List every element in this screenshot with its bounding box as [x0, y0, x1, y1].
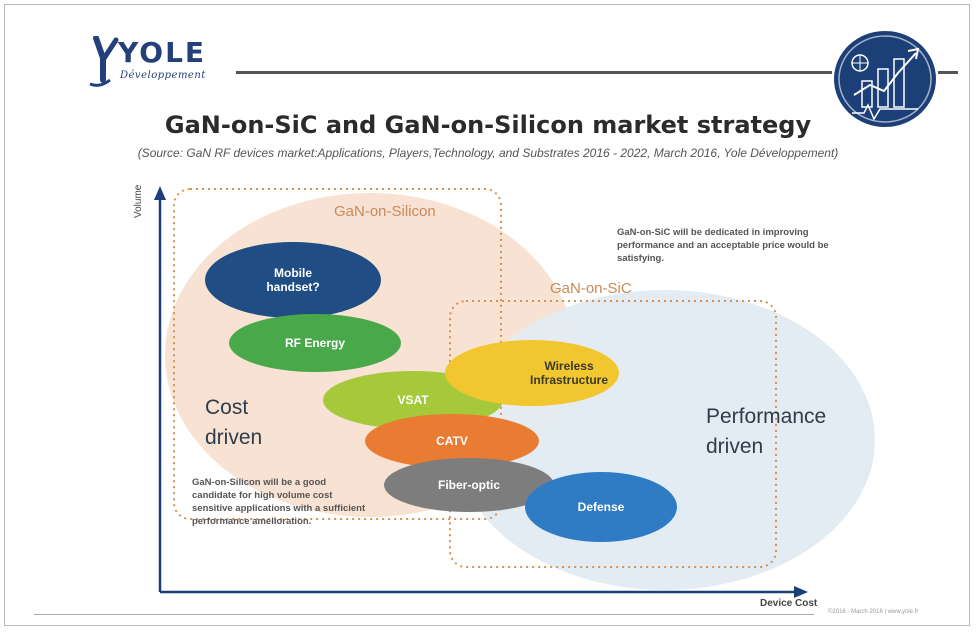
- slide-subtitle: (Source: GaN RF devices market:Applicati…: [137, 146, 839, 160]
- logo-wordmark: YOLE: [118, 36, 207, 69]
- wireless-bubble: [445, 340, 619, 406]
- cost-driven-line-2: driven: [205, 426, 263, 449]
- y-axis-arrow: [154, 186, 166, 200]
- defense-bubble: [525, 472, 677, 542]
- x-axis-label: Device Cost: [760, 598, 818, 609]
- slide-frame: [4, 4, 970, 626]
- performance-driven-line-1: Performance: [706, 405, 827, 428]
- logo-tagline: Développement: [120, 70, 206, 81]
- rf-energy-bubble-label: RF Energy: [284, 336, 345, 350]
- header-rule: [236, 71, 832, 74]
- sic-note: GaN-on-SiC will be dedicated in improvin…: [617, 227, 829, 264]
- performance-driven-line-2: driven: [706, 435, 764, 458]
- sic-region-label: GaN-on-SiC: [550, 280, 632, 297]
- catv-bubble-label: CATV: [436, 434, 468, 448]
- silicon-region-label: GaN-on-Silicon: [334, 203, 436, 220]
- catv-bubble: [365, 414, 539, 468]
- fiber-bubble-label: Fiber-optic: [438, 478, 500, 492]
- footer-rule: [34, 614, 814, 615]
- cost-driven-line-1: Cost: [205, 396, 249, 419]
- x-axis-arrow: [794, 586, 808, 598]
- vsat-bubble-label: VSAT: [397, 393, 429, 407]
- performance-driven-label: Performance driven: [706, 402, 826, 462]
- footer-copyright: ©2016 - March 2016 | www.yole.fr: [828, 609, 919, 615]
- slide-title: GaN-on-SiC and GaN-on-Silicon market str…: [164, 111, 812, 139]
- wireless-bubble-label: Wireless Infrastructure: [529, 359, 609, 387]
- mobile-bubble-label: Mobile handset?: [266, 266, 320, 294]
- rf-energy-bubble: [229, 314, 401, 372]
- market-analysis-badge-icon: [834, 31, 936, 127]
- defense-bubble-label: Defense: [577, 500, 625, 514]
- yole-logo-mark-icon: [89, 36, 119, 87]
- y-axis-label: Volume: [133, 184, 144, 218]
- header-rule-right: [938, 71, 958, 74]
- fiber-bubble: [384, 458, 554, 512]
- silicon-note: GaN-on-Silicon will be a good candidate …: [192, 477, 366, 527]
- cost-driven-label: Cost driven: [205, 393, 262, 453]
- mobile-bubble: [205, 242, 381, 318]
